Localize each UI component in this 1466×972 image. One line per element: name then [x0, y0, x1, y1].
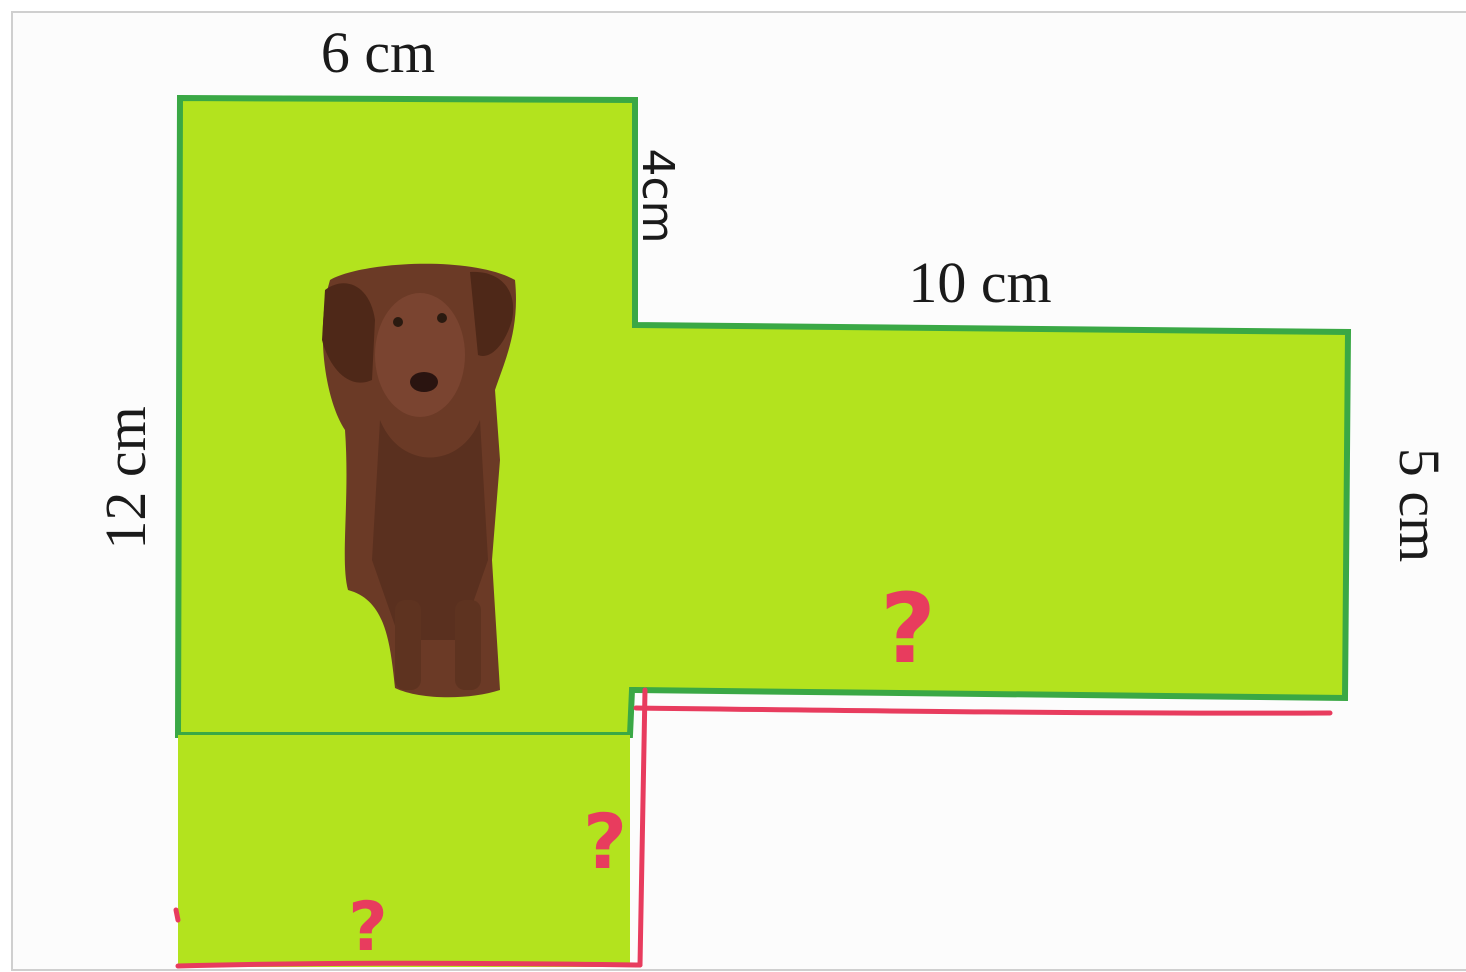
stem-right-question: ? [583, 797, 627, 886]
arm-bottom-question: ? [880, 573, 936, 685]
arm-height-label: 5 cm [1387, 448, 1452, 562]
stem-left-tick [173, 907, 181, 923]
annotation-lines [173, 687, 1333, 969]
top-width-label: 6 cm [321, 20, 435, 85]
stem-right-line [637, 687, 648, 968]
stem-bottom-question: ? [348, 888, 387, 967]
left-height-label: 12 cm [93, 406, 158, 549]
arm-width-label: 10 cm [908, 250, 1051, 315]
stem-bottom-line [175, 960, 643, 969]
stem-extension-fill [178, 735, 630, 967]
dog-photo [322, 263, 516, 698]
arm-bottom-line [633, 705, 1333, 716]
notch-height-label: 4cm [632, 148, 683, 243]
